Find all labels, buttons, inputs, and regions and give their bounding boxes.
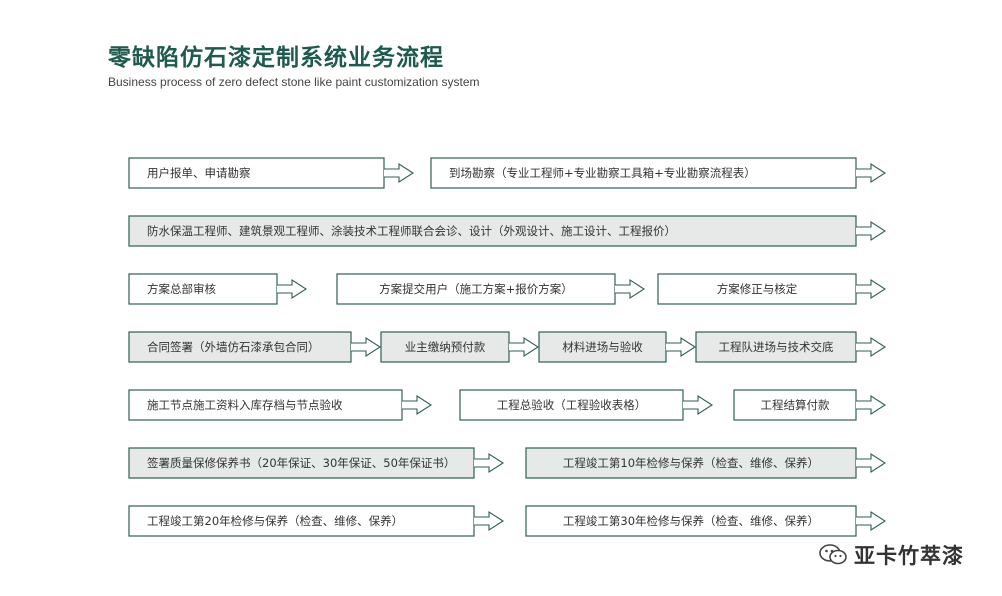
- step-label: 方案修正与核定: [717, 282, 798, 296]
- wechat-icon: [819, 544, 847, 565]
- step-box: [128, 215, 857, 247]
- step-box: [128, 273, 278, 305]
- flow-step: 工程总验收（工程验收表格）: [459, 389, 714, 421]
- flow-step: 用户报单、申请勘察: [128, 157, 415, 189]
- step-label: 签署质量保修保养书（20年保证、30年保证、50年保证书）: [147, 456, 455, 470]
- step-box: [128, 447, 475, 479]
- flow-step: 方案修正与核定: [657, 273, 887, 305]
- step-box: [525, 505, 857, 537]
- arrow-right-icon: [856, 220, 887, 242]
- arrow-right-icon: [856, 278, 887, 300]
- flow-step: 材料进场与验收: [538, 331, 697, 363]
- step-box: [538, 331, 667, 363]
- flow-step: 方案总部审核: [128, 273, 308, 305]
- page-title: 零缺陷仿石漆定制系统业务流程: [108, 45, 444, 71]
- step-box: [380, 331, 510, 363]
- flow-step: 施工节点施工资料入库存档与节点验收: [128, 389, 433, 421]
- step-box: [128, 331, 352, 363]
- step-label: 合同签署（外墙仿石漆承包合同）: [147, 340, 320, 354]
- arrow-right-icon: [666, 336, 697, 358]
- arrow-right-icon: [856, 510, 887, 532]
- step-label: 工程竣工第30年检修与保养（检查、维修、保养）: [563, 514, 819, 528]
- arrow-right-icon: [683, 394, 714, 416]
- flow-step: 业主缴纳预付款: [380, 331, 540, 363]
- arrow-right-icon: [277, 278, 308, 300]
- flow-step: 合同签署（外墙仿石漆承包合同）: [128, 331, 382, 363]
- step-label: 工程竣工第10年检修与保养（检查、维修、保养）: [563, 456, 819, 470]
- flow-step: 工程竣工第30年检修与保养（检查、维修、保养）: [525, 505, 887, 537]
- watermark-text: 亚卡竹萃漆: [854, 544, 964, 568]
- arrow-right-icon: [856, 452, 887, 474]
- step-box: [128, 505, 475, 537]
- step-box: [336, 273, 616, 305]
- wechat-watermark: 亚卡竹萃漆: [818, 540, 964, 570]
- arrow-right-icon: [509, 336, 540, 358]
- arrow-right-icon: [856, 162, 887, 184]
- flow-step: 工程竣工第20年检修与保养（检查、维修、保养）: [128, 505, 505, 537]
- arrow-right-icon: [856, 336, 887, 358]
- step-label: 材料进场与验收: [562, 340, 643, 354]
- step-box: [459, 389, 684, 421]
- flow-step: 工程队进场与技术交底: [695, 331, 887, 363]
- step-label: 工程总验收（工程验收表格）: [497, 398, 647, 412]
- step-label: 方案总部审核: [147, 282, 216, 296]
- step-label: 方案提交用户（施工方案+报价方案）: [379, 282, 573, 296]
- arrow-right-icon: [856, 394, 887, 416]
- flow-step: 到场勘察（专业工程师+专业勘察工具箱+专业勘察流程表）: [430, 157, 887, 189]
- flow-step: 工程结算付款: [733, 389, 887, 421]
- arrow-right-icon: [474, 510, 505, 532]
- step-box: [128, 389, 403, 421]
- flow-step: 签署质量保修保养书（20年保证、30年保证、50年保证书）: [128, 447, 505, 479]
- step-label: 业主缴纳预付款: [405, 340, 486, 354]
- arrow-right-icon: [615, 278, 646, 300]
- step-box: [128, 157, 385, 189]
- flow-step: 工程竣工第10年检修与保养（检查、维修、保养）: [525, 447, 887, 479]
- flow-step: 防水保温工程师、建筑景观工程师、涂装技术工程师联合会诊、设计（外观设计、施工设计…: [128, 215, 887, 247]
- step-box: [695, 331, 857, 363]
- step-label: 用户报单、申请勘察: [147, 166, 251, 180]
- step-label: 工程结算付款: [761, 398, 830, 412]
- page-subtitle: Business process of zero defect stone li…: [108, 75, 480, 89]
- step-label: 防水保温工程师、建筑景观工程师、涂装技术工程师联合会诊、设计（外观设计、施工设计…: [147, 224, 676, 238]
- step-label: 施工节点施工资料入库存档与节点验收: [147, 398, 343, 412]
- step-label: 到场勘察（专业工程师+专业勘察工具箱+专业勘察流程表）: [449, 166, 756, 180]
- arrow-right-icon: [384, 162, 415, 184]
- step-box: [657, 273, 857, 305]
- step-label: 工程竣工第20年检修与保养（检查、维修、保养）: [147, 514, 403, 528]
- step-label: 工程队进场与技术交底: [719, 340, 834, 354]
- arrow-right-icon: [474, 452, 505, 474]
- arrow-right-icon: [402, 394, 433, 416]
- flow-step: 方案提交用户（施工方案+报价方案）: [336, 273, 646, 305]
- arrow-right-icon: [351, 336, 382, 358]
